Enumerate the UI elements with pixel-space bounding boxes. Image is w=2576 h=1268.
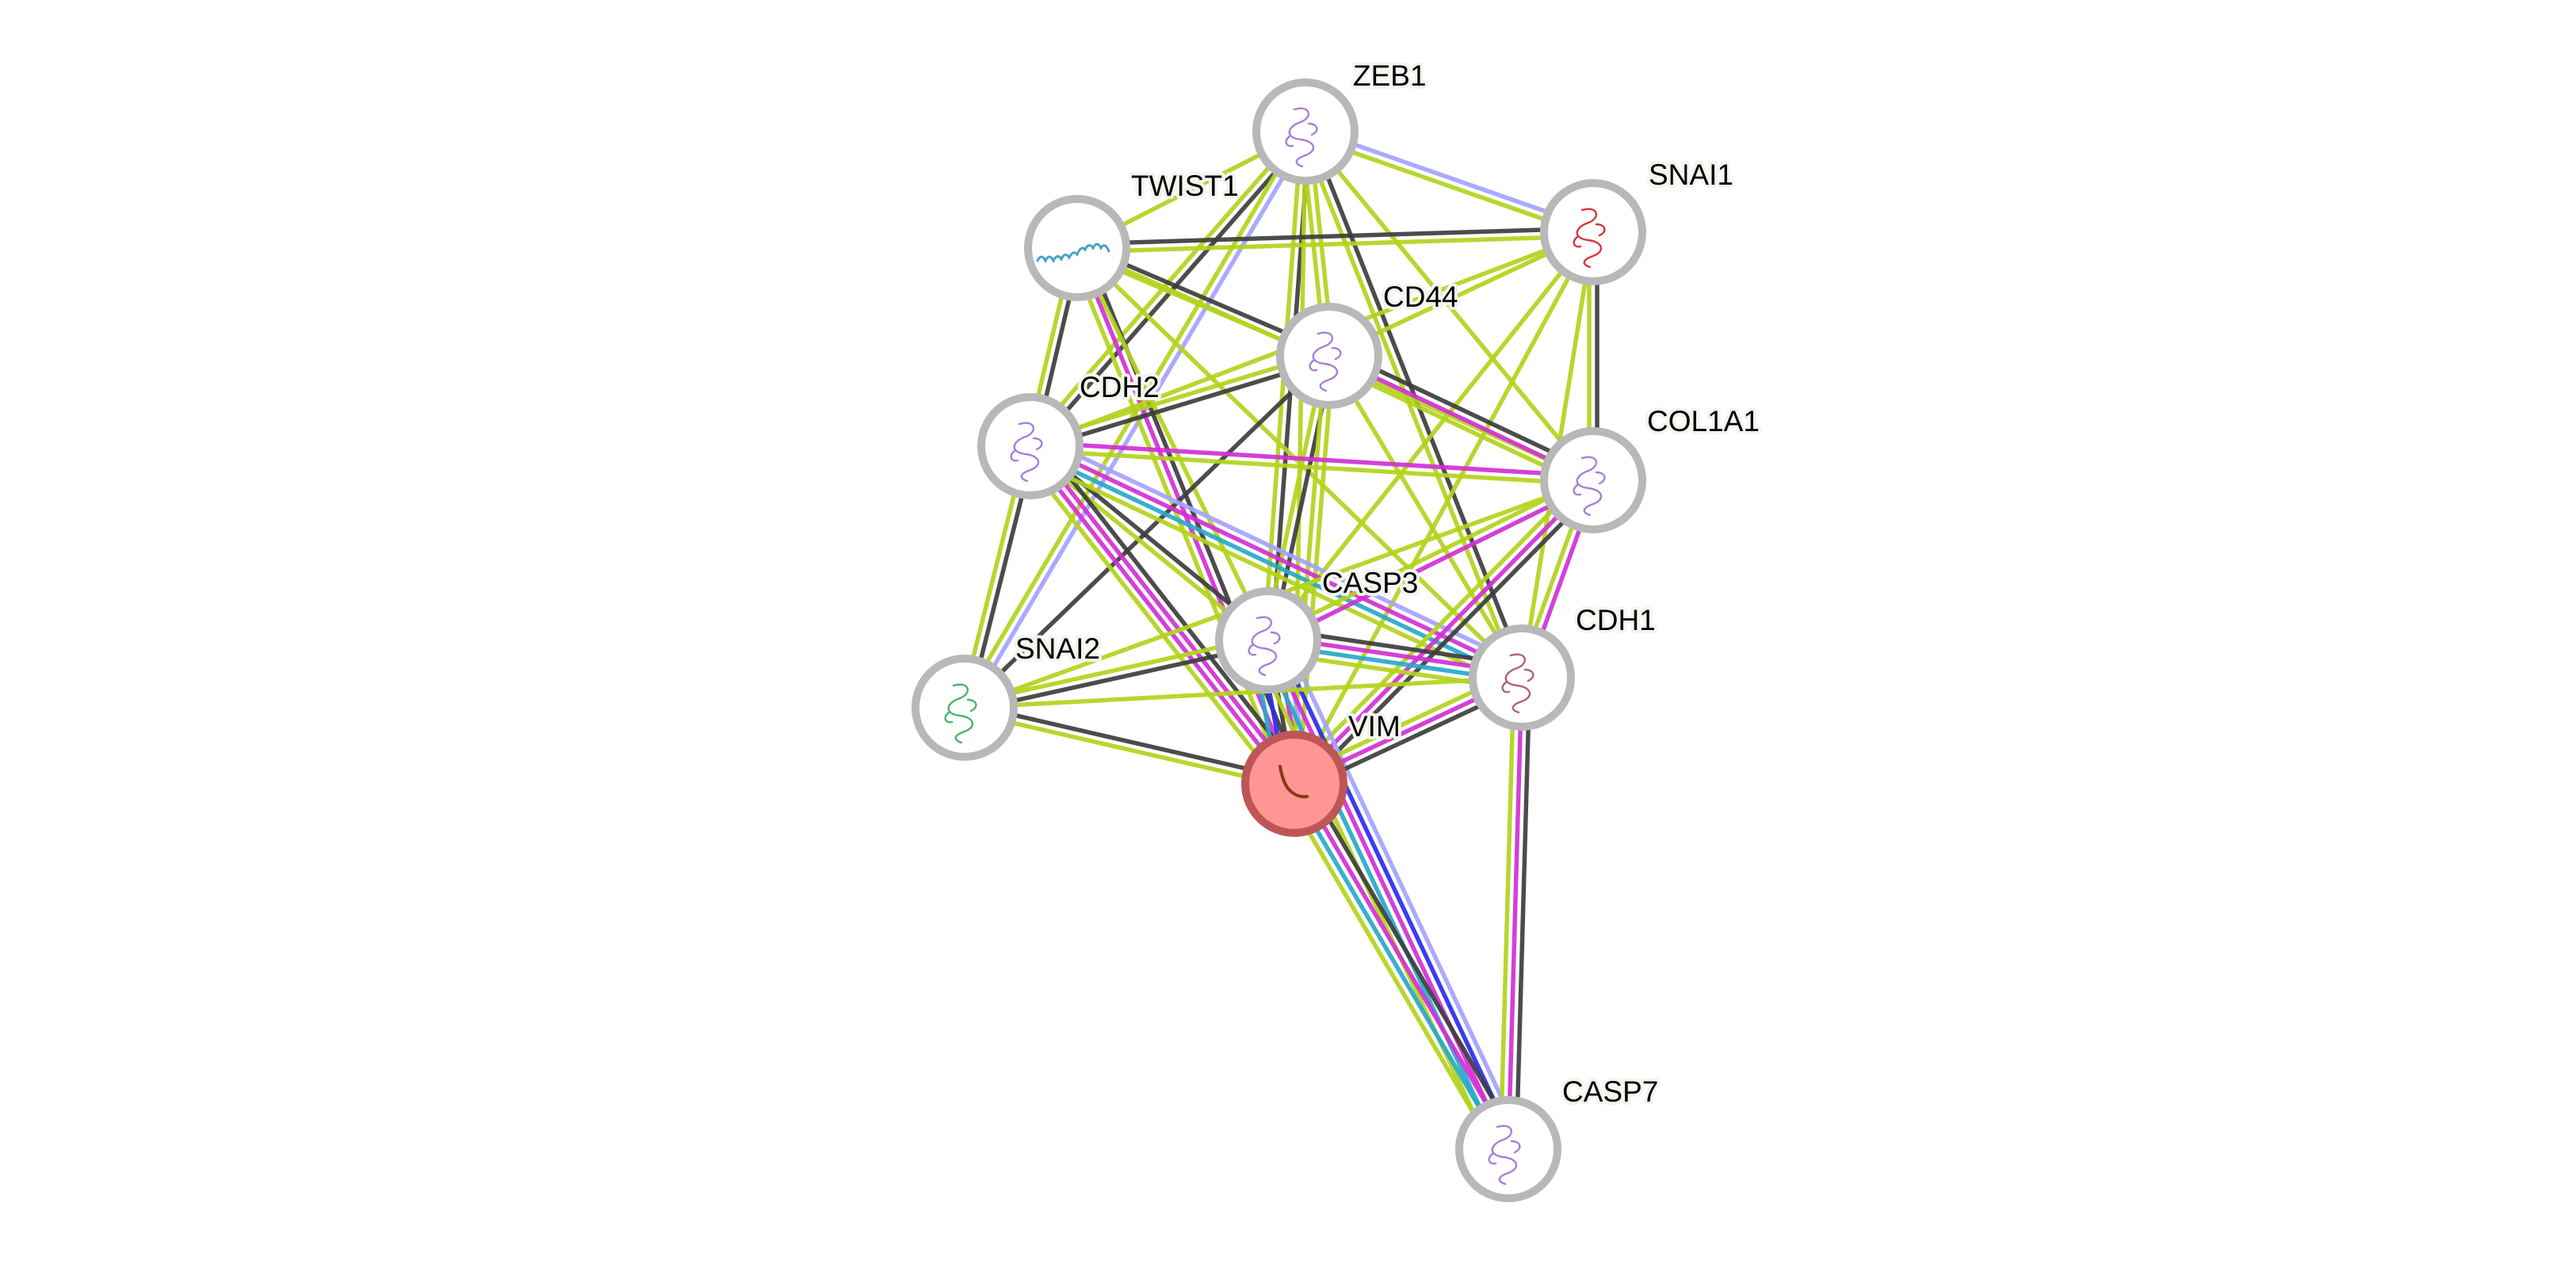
node-circle[interactable] bbox=[1469, 624, 1575, 731]
protein-structure-icon bbox=[1501, 653, 1535, 714]
node-twist1[interactable]: TWIST1 bbox=[1024, 166, 1242, 301]
edge-line-textmining bbox=[1282, 789, 1500, 1156]
node-vim[interactable]: VIM bbox=[1241, 707, 1404, 837]
node-label: CDH2 bbox=[1080, 371, 1160, 403]
node-cdh2[interactable]: CDH2 bbox=[977, 368, 1163, 499]
protein-structure-icon bbox=[1248, 616, 1281, 677]
node-cd44[interactable]: CD44 bbox=[1276, 277, 1462, 409]
edge-cdh1-casp7[interactable] bbox=[1498, 677, 1532, 1150]
node-casp7[interactable]: CASP7 bbox=[1455, 1072, 1661, 1202]
protein-structure-icon bbox=[1573, 208, 1606, 269]
protein-structure-icon bbox=[1488, 1125, 1521, 1186]
edge-twist1-snai1[interactable] bbox=[1076, 226, 1594, 254]
edge-line-databases bbox=[1259, 643, 1504, 1154]
node-circle[interactable] bbox=[1540, 179, 1646, 285]
edge-line-textmining bbox=[1299, 132, 1520, 680]
edge-line-fusion bbox=[1273, 636, 1518, 1147]
edge-cd44-snai2[interactable] bbox=[963, 354, 1331, 709]
node-label: CDH1 bbox=[1576, 604, 1656, 636]
edge-line-textmining bbox=[1077, 234, 1594, 254]
edge-cd44-cdh1[interactable] bbox=[1327, 354, 1524, 679]
protein-structure-icon bbox=[944, 683, 977, 744]
edge-line-experiments bbox=[1025, 447, 1294, 788]
edge-col1a1-vim[interactable] bbox=[1286, 473, 1601, 791]
edge-line-textmining bbox=[1076, 246, 1523, 679]
edge-line-experiments bbox=[1506, 677, 1524, 1150]
edge-line-textmining bbox=[1303, 130, 1596, 482]
edge-line-textmining bbox=[1075, 246, 1271, 642]
edge-line-coexpression bbox=[965, 701, 1296, 782]
protein-structure-icon bbox=[1278, 765, 1309, 799]
edge-snai1-vim[interactable] bbox=[1292, 231, 1596, 785]
protein-structure-icon bbox=[1285, 107, 1318, 168]
edge-cdh2-vim[interactable] bbox=[1019, 437, 1305, 792]
edge-line-textmining bbox=[1030, 448, 1593, 487]
edge-line-coexpression bbox=[1076, 226, 1593, 246]
protein-structure-icon bbox=[1010, 422, 1043, 483]
protein-structure-icon bbox=[1573, 456, 1606, 517]
edge-snai2-cdh1[interactable] bbox=[964, 675, 1523, 710]
node-snai1[interactable]: SNAI1 bbox=[1540, 155, 1737, 285]
edge-line-textmining bbox=[1019, 452, 1287, 792]
node-label: ZEB1 bbox=[1353, 59, 1427, 92]
edge-vim-casp7[interactable] bbox=[1282, 777, 1521, 1156]
edge-line-experiments bbox=[1295, 781, 1514, 1148]
node-circle[interactable] bbox=[1215, 587, 1321, 693]
query-node-circle[interactable] bbox=[1241, 731, 1347, 837]
edge-line-textmining bbox=[1327, 354, 1524, 679]
edge-line-textmining bbox=[1498, 677, 1516, 1149]
edge-line-experiments bbox=[1268, 482, 1596, 646]
node-circle[interactable] bbox=[1455, 1096, 1561, 1202]
node-col1a1[interactable]: COL1A1 bbox=[1540, 402, 1763, 533]
edge-line-textmining bbox=[1265, 475, 1593, 639]
node-label: TWIST1 bbox=[1131, 170, 1239, 202]
edge-line-textmining bbox=[1286, 473, 1589, 780]
node-snai2[interactable]: SNAI2 bbox=[912, 629, 1103, 761]
edge-snai2-vim[interactable] bbox=[963, 701, 1296, 790]
edge-line-coexpression bbox=[1038, 437, 1305, 778]
edge-line-experiments bbox=[1266, 639, 1511, 1151]
protein-structure-icon bbox=[1309, 331, 1342, 392]
node-label: CASP3 bbox=[1322, 567, 1418, 599]
edge-line-coexpression bbox=[963, 354, 1331, 709]
edge-line-databases bbox=[1289, 785, 1508, 1152]
edge-line-textmining bbox=[964, 675, 1523, 710]
node-zeb1[interactable]: ZEB1 bbox=[1252, 56, 1430, 185]
edge-line-cooccurrence bbox=[1280, 632, 1525, 1144]
node-label: VIM bbox=[1348, 710, 1401, 743]
edge-line-coexpression bbox=[1302, 777, 1521, 1144]
edge-line-experiments bbox=[1030, 440, 1594, 479]
node-circle[interactable] bbox=[1024, 195, 1130, 301]
edge-twist1-cdh1[interactable] bbox=[1076, 246, 1523, 679]
node-circle[interactable] bbox=[1540, 427, 1646, 533]
node-circle[interactable] bbox=[1252, 78, 1359, 185]
node-circle[interactable] bbox=[977, 393, 1084, 499]
edge-line-databases bbox=[1027, 448, 1522, 684]
protein-structure-icon bbox=[1036, 243, 1110, 264]
node-cdh1[interactable]: CDH1 bbox=[1469, 601, 1659, 731]
edge-line-textmining bbox=[1292, 231, 1596, 785]
edge-line-coexpression bbox=[1514, 678, 1532, 1150]
node-circle[interactable] bbox=[912, 655, 1018, 761]
edge-line-coexpression bbox=[1298, 484, 1601, 791]
node-circle[interactable] bbox=[1276, 303, 1382, 409]
node-casp3[interactable]: CASP3 bbox=[1215, 563, 1421, 693]
edge-twist1-casp3[interactable] bbox=[1075, 246, 1271, 642]
edge-cdh2-col1a1[interactable] bbox=[1030, 440, 1594, 487]
edge-line-experiments bbox=[1293, 479, 1595, 785]
node-label: COL1A1 bbox=[1647, 405, 1760, 437]
node-label: SNAI2 bbox=[1015, 632, 1100, 665]
node-label: CASP7 bbox=[1562, 1075, 1658, 1108]
edge-col1a1-casp3[interactable] bbox=[1265, 475, 1596, 646]
edge-zeb1-col1a1[interactable] bbox=[1303, 130, 1596, 482]
edge-line-experiments bbox=[1031, 442, 1300, 783]
edge-line-textmining bbox=[963, 709, 1294, 790]
node-label: SNAI1 bbox=[1649, 158, 1733, 191]
node-label: CD44 bbox=[1383, 281, 1458, 313]
